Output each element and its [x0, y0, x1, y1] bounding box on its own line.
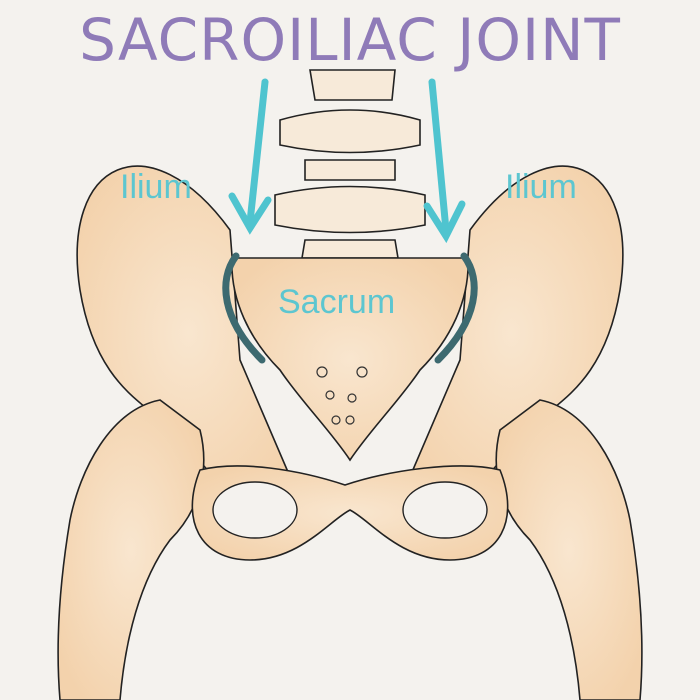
left-femur: [57, 399, 205, 700]
sacrum-label: Sacrum: [278, 283, 396, 321]
lumbar-vertebrae: [274, 69, 426, 259]
sacrum: [231, 257, 469, 462]
diagram-title: SACROILIAC JOINT: [79, 6, 621, 74]
arrows: [228, 78, 466, 244]
ilium-left-label: Ilium: [120, 168, 192, 206]
right-femur: [495, 399, 643, 700]
left-sacroiliac-joint: [222, 252, 266, 364]
ilium-right-label: Ilium: [505, 168, 577, 206]
right-obturator: [402, 481, 488, 539]
left-obturator: [212, 481, 298, 539]
sacral-foramina: [316, 366, 368, 425]
right-sacroiliac-joint: [434, 252, 478, 364]
